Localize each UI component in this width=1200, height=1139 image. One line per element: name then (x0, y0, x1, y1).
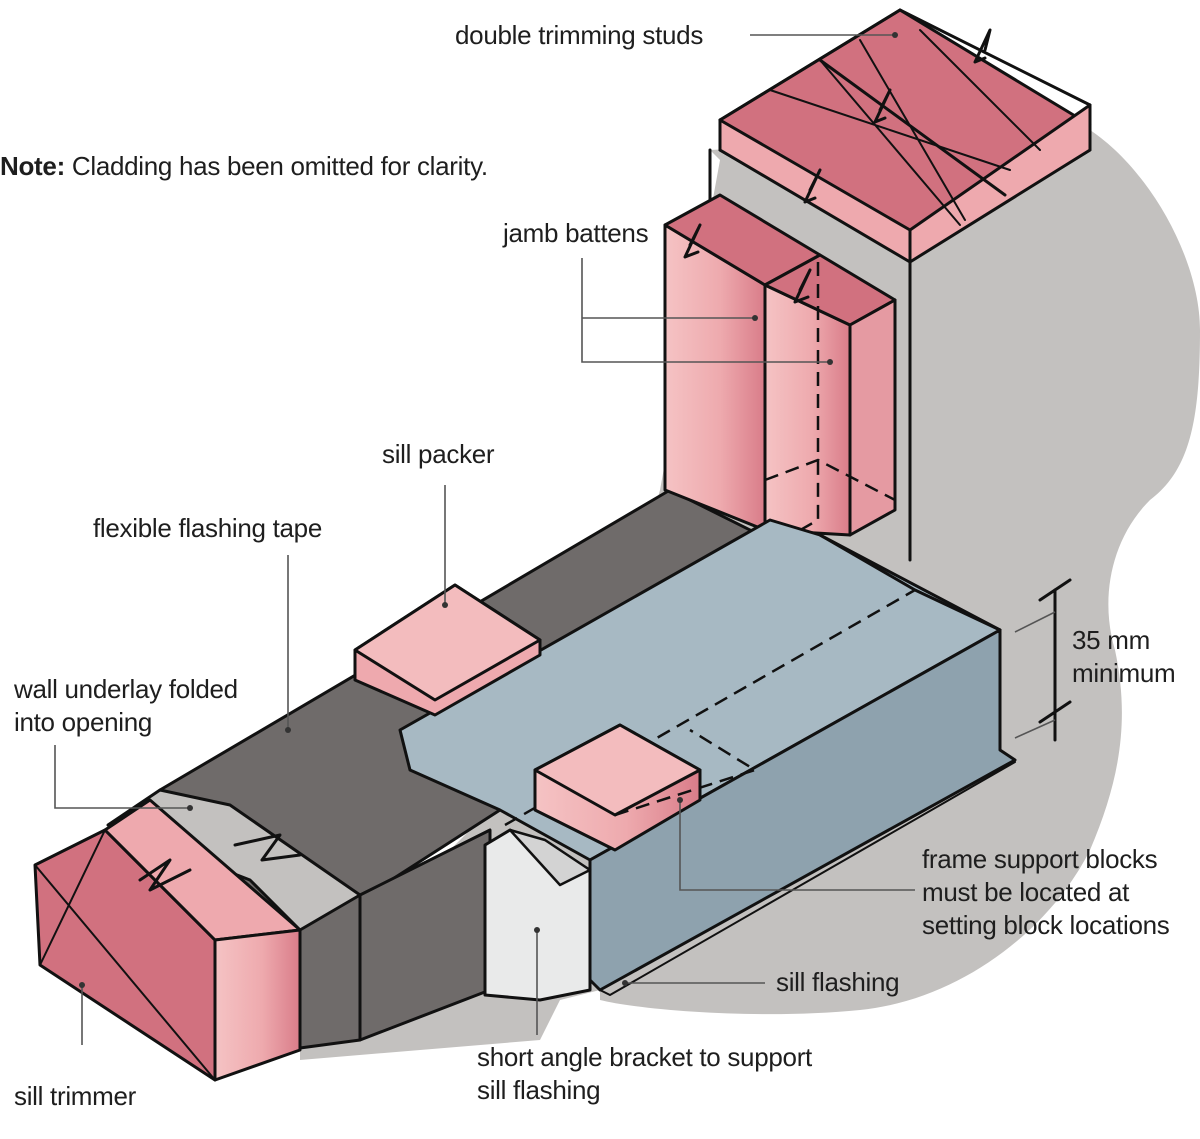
label-line: flexible flashing tape (93, 513, 322, 543)
label-line: double trimming studs (455, 20, 704, 50)
label-double-trimming-studs: double trimming studs (455, 19, 703, 52)
label-flexible-flashing-tape: flexible flashing tape (93, 512, 322, 545)
label-line: short angle bracket to support (477, 1042, 812, 1072)
leader-jamb-battens (581, 258, 830, 363)
label-line: sill flashing (477, 1075, 601, 1105)
label-line: must be located at (922, 877, 1130, 907)
label-line: sill trimmer (14, 1081, 137, 1111)
label-dimension: 35 mm minimum (1072, 624, 1176, 690)
note-body: Cladding has been omitted for clarity. (64, 151, 488, 181)
label-line: 35 mm (1072, 625, 1150, 655)
note-text: Note: Cladding has been omitted for clar… (0, 150, 488, 183)
note-prefix: Note: (0, 151, 65, 181)
jamb-batten-right (763, 283, 852, 537)
leader-wall-underlay (54, 745, 190, 809)
label-line: wall underlay folded (14, 674, 238, 704)
label-line: frame support blocks (922, 844, 1158, 874)
label-line: minimum (1072, 658, 1176, 688)
leader-frame-support-blocks (679, 800, 915, 891)
label-sill-trimmer: sill trimmer (14, 1080, 136, 1113)
label-line: setting block locations (922, 910, 1170, 940)
label-short-angle-bracket: short angle bracket to support sill flas… (477, 1041, 812, 1107)
label-line: into opening (14, 707, 153, 737)
label-sill-packer: sill packer (382, 438, 495, 471)
label-wall-underlay: wall underlay folded into opening (14, 673, 238, 739)
label-line: jamb battens (503, 218, 649, 248)
label-line: sill flashing (776, 967, 900, 997)
sill-trimmer-side (213, 928, 302, 1082)
label-sill-flashing: sill flashing (776, 966, 900, 999)
label-line: sill packer (382, 439, 495, 469)
label-jamb-battens: jamb battens (503, 217, 649, 250)
label-frame-support-blocks: frame support blocks must be located at … (922, 843, 1170, 942)
